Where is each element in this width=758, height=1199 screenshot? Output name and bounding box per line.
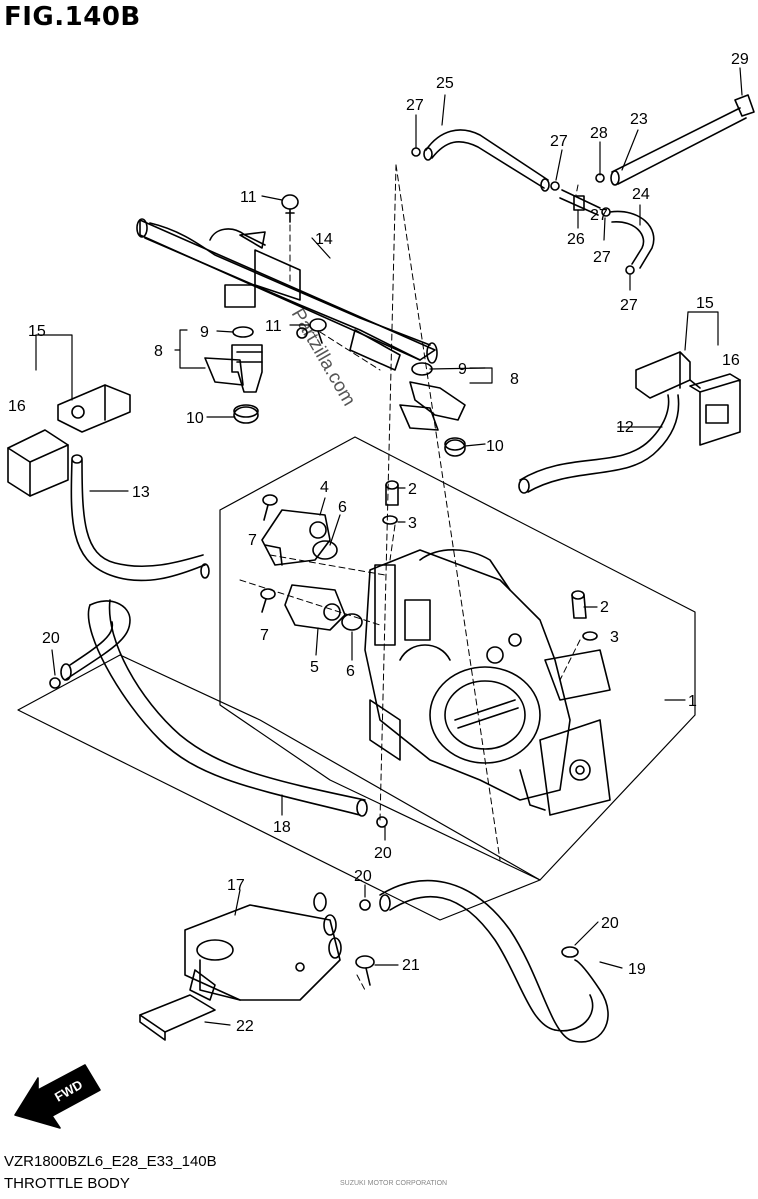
callout-24: 24 xyxy=(632,186,650,203)
callout-5: 5 xyxy=(310,659,319,676)
callout-9-right: 9 xyxy=(458,361,467,378)
callout-26: 26 xyxy=(567,231,585,248)
hose-23 xyxy=(595,94,755,186)
callout-6-upper: 6 xyxy=(338,499,347,516)
screw-11-top xyxy=(281,194,299,223)
hose-12 xyxy=(518,394,680,494)
leader-lines xyxy=(239,164,581,991)
hose-25 xyxy=(411,129,560,192)
callout-8-left: 8 xyxy=(154,343,163,360)
callout-17: 17 xyxy=(227,877,245,894)
callout-9-left: 9 xyxy=(200,324,209,341)
callout-7-upper: 7 xyxy=(248,532,257,549)
screw-2-upper xyxy=(382,480,399,525)
figure-name: THROTTLE BODY xyxy=(4,1175,130,1192)
callout-27-c: 27 xyxy=(593,249,611,266)
callout-12: 12 xyxy=(616,419,634,436)
callout-leaders xyxy=(35,67,743,1026)
callout-11-mid: 11 xyxy=(265,318,282,335)
figure-code: VZR1800BZL6_E28_E33_140B xyxy=(4,1153,217,1170)
assembly-frame xyxy=(17,436,696,921)
callout-10-right: 10 xyxy=(486,438,504,455)
callout-28: 28 xyxy=(590,125,608,142)
callout-19: 19 xyxy=(628,961,646,978)
hose-18 xyxy=(49,599,388,828)
callout-20-lower: 20 xyxy=(354,868,372,885)
callout-15-right: 15 xyxy=(696,295,714,312)
callout-27-d: 27 xyxy=(620,297,638,314)
callout-11-top: 11 xyxy=(240,189,257,206)
callout-27-a: 27 xyxy=(406,97,424,114)
callout-25: 25 xyxy=(436,75,454,92)
callout-6-lower: 6 xyxy=(346,663,355,680)
callout-20-left: 20 xyxy=(42,630,60,647)
callout-18: 18 xyxy=(273,819,291,836)
throttle-body xyxy=(364,549,611,816)
hose-19 xyxy=(359,879,609,1043)
callout-4: 4 xyxy=(320,479,329,496)
callout-1: 1 xyxy=(688,693,697,710)
callout-20-right: 20 xyxy=(601,915,619,932)
callout-20-mid: 20 xyxy=(374,845,392,862)
fwd-arrow-icon xyxy=(14,1064,101,1129)
t-joint-26 xyxy=(559,189,611,217)
callout-27-b: 27 xyxy=(550,133,568,150)
sensor-15-right xyxy=(635,351,701,399)
callout-10-left: 10 xyxy=(186,410,204,427)
callout-23: 23 xyxy=(630,111,648,128)
callout-2-lower: 2 xyxy=(600,599,609,616)
sensor-15-left xyxy=(57,384,131,433)
callout-16-right: 16 xyxy=(722,352,740,369)
callout-14: 14 xyxy=(315,231,333,248)
callout-22: 22 xyxy=(236,1018,254,1035)
callout-8-right: 8 xyxy=(510,371,519,388)
callout-7-lower: 7 xyxy=(260,627,269,644)
callout-16-left: 16 xyxy=(8,398,26,415)
callout-29: 29 xyxy=(731,51,749,68)
valve-17 xyxy=(184,892,342,1001)
injector-left xyxy=(204,326,263,424)
callout-3-lower: 3 xyxy=(610,629,619,646)
screw-2-lower xyxy=(571,590,598,641)
callout-27-e: 27 xyxy=(590,207,608,224)
callout-21: 21 xyxy=(402,957,420,974)
fuel-rail xyxy=(136,218,438,371)
injector-right xyxy=(399,362,466,457)
sensor-5 xyxy=(284,584,363,631)
cap-16-left xyxy=(7,429,69,497)
fine-print: SUZUKI MOTOR CORPORATION xyxy=(340,1180,448,1187)
screws-7 xyxy=(260,494,278,613)
screw-11-mid xyxy=(296,318,327,344)
pad-22 xyxy=(139,994,216,1041)
screw-21 xyxy=(355,955,375,986)
callout-2-upper: 2 xyxy=(408,481,417,498)
callout-3-upper: 3 xyxy=(408,515,417,532)
sensor-4 xyxy=(261,509,338,566)
hose-24 xyxy=(609,210,655,275)
callout-15-left: 15 xyxy=(28,323,46,340)
figure-title: FIG.140B xyxy=(4,2,141,32)
cap-16-right xyxy=(689,373,741,446)
hose-13 xyxy=(70,454,210,582)
callout-13: 13 xyxy=(132,484,150,501)
